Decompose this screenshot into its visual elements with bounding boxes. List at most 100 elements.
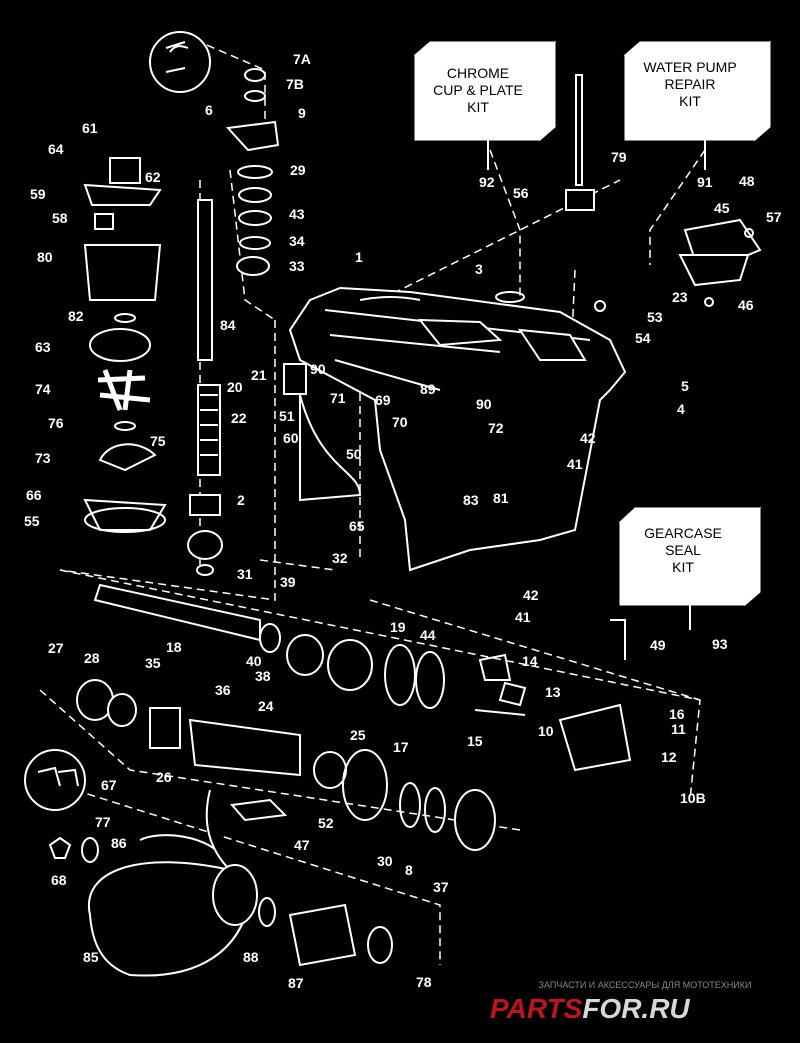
part-number-44: 44	[420, 627, 436, 643]
part-number-8: 8	[405, 862, 413, 878]
part-number-82: 82	[68, 308, 84, 324]
part-number-84: 84	[220, 317, 236, 333]
part-number-69: 69	[375, 392, 391, 408]
part-number-30: 30	[377, 853, 393, 869]
part-number-65: 65	[349, 518, 365, 534]
part-number-37: 37	[433, 879, 449, 895]
part-number-83: 83	[463, 492, 479, 508]
part-number-5: 5	[681, 378, 689, 394]
part-number-36: 36	[215, 682, 231, 698]
part-number-14: 14	[522, 653, 538, 669]
part-number-59: 59	[30, 186, 46, 202]
part-number-24: 24	[258, 698, 274, 714]
chrome-cup-plate-kit-line-2: KIT	[467, 99, 489, 115]
part-number-71: 71	[330, 390, 346, 406]
part-number-1: 1	[355, 249, 363, 265]
part-number-73: 73	[35, 450, 51, 466]
water-pump-repair-kit-line-2: KIT	[679, 93, 701, 109]
part-number-58: 58	[52, 210, 68, 226]
part-number-31: 31	[237, 566, 253, 582]
part-number-32: 32	[332, 550, 348, 566]
part-number-43: 43	[289, 206, 305, 222]
part-number-11: 11	[671, 721, 686, 737]
part-number-7B: 7B	[286, 76, 304, 92]
part-number-62: 62	[145, 169, 161, 185]
part-number-66: 66	[26, 487, 42, 503]
part-number-78: 78	[416, 974, 432, 990]
gearcase-seal-kit-line-0: GEARCASE	[644, 525, 722, 541]
chrome-cup-plate-kit-ref: 92	[479, 174, 495, 190]
part-number-63: 63	[35, 339, 51, 355]
part-number-72: 72	[488, 420, 504, 436]
part-number-28: 28	[84, 650, 100, 666]
part-number-41b: 41	[515, 609, 531, 625]
part-number-81: 81	[493, 490, 509, 506]
part-number-22: 22	[231, 410, 247, 426]
drive-shaft-column	[187, 68, 362, 576]
part-number-89: 89	[420, 381, 436, 397]
part-number-15: 15	[467, 733, 483, 749]
part-number-47: 47	[294, 837, 310, 853]
water-pump-repair-kit-ref: 91	[697, 174, 713, 190]
watermark-brand-left: PARTS	[490, 993, 583, 1024]
part-number-90a: 90	[310, 361, 326, 377]
part-number-51: 51	[279, 408, 295, 424]
kit-boxes	[413, 40, 772, 630]
part-number-17: 17	[393, 739, 409, 755]
water-pump-repair-kit-line-0: WATER PUMP	[643, 59, 736, 75]
gearcase-housing	[288, 286, 627, 572]
part-number-4: 4	[677, 401, 685, 417]
part-number-20: 20	[227, 379, 243, 395]
chrome-cup-plate-kit-line-0: CHROME	[447, 65, 509, 81]
part-number-26: 26	[156, 769, 172, 785]
part-number-80: 80	[37, 249, 53, 265]
part-number-27: 27	[48, 640, 64, 656]
part-number-29: 29	[290, 162, 306, 178]
part-number-3: 3	[475, 261, 483, 277]
part-number-9: 9	[298, 105, 306, 121]
part-number-88: 88	[243, 949, 259, 965]
part-number-6: 6	[205, 102, 213, 118]
part-number-52: 52	[318, 815, 334, 831]
part-number-50: 50	[346, 446, 362, 462]
part-number-76: 76	[48, 415, 64, 431]
part-number-2: 2	[237, 492, 245, 508]
part-number-68: 68	[51, 872, 67, 888]
part-number-41a: 41	[567, 456, 583, 472]
part-number-7A: 7A	[293, 51, 311, 67]
part-number-67: 67	[101, 777, 117, 793]
chrome-cup-plate-kit-line-1: CUP & PLATE	[433, 82, 523, 98]
part-number-40: 40	[246, 653, 262, 669]
gearcase-seal-kit-line-1: SEAL	[665, 542, 701, 558]
part-number-23: 23	[672, 289, 688, 305]
part-number-64: 64	[48, 141, 64, 157]
part-number-13: 13	[545, 684, 561, 700]
part-number-54: 54	[635, 330, 651, 346]
part-number-10: 10	[538, 723, 554, 739]
part-number-46: 46	[738, 297, 754, 313]
part-number-35: 35	[145, 655, 161, 671]
part-number-61: 61	[82, 120, 98, 136]
part-number-10B: 10B	[680, 790, 706, 806]
part-number-87: 87	[288, 975, 304, 991]
part-number-86: 86	[111, 835, 127, 851]
part-number-74: 74	[35, 381, 51, 397]
part-number-45: 45	[714, 200, 730, 216]
water-pump-repair-kit-line-1: REPAIR	[664, 76, 715, 92]
water-pump-cover-right	[495, 74, 762, 312]
part-number-25: 25	[350, 727, 366, 743]
watermark-tagline: ЗАПЧАСТИ И АКСЕССУАРЫ ДЛЯ МОТОТЕХНИКИ	[539, 980, 752, 990]
part-number-79: 79	[611, 149, 627, 165]
part-number-56: 56	[513, 185, 529, 201]
part-number-57: 57	[766, 209, 782, 225]
watermark-brand-right: FOR.RU	[582, 993, 690, 1024]
part-number-19: 19	[390, 619, 406, 635]
part-number-21: 21	[251, 367, 267, 383]
part-number-48: 48	[739, 173, 755, 189]
water-pump-stack	[83, 157, 167, 533]
part-number-55: 55	[24, 513, 40, 529]
gearcase-seal-kit-ref: 93	[712, 636, 728, 652]
